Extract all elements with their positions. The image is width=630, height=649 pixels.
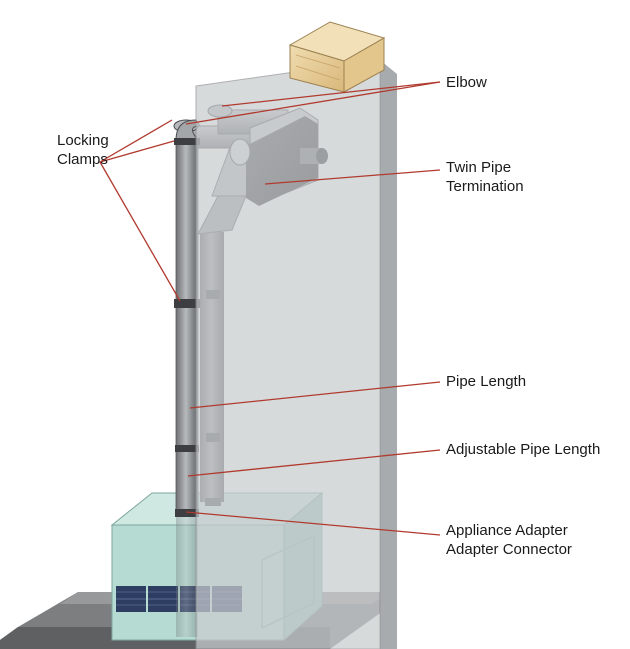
- leader-clamps-1: [99, 119, 173, 163]
- exhaust-pipe: [174, 119, 201, 637]
- label-locking-clamps-line1: Locking: [57, 132, 109, 149]
- leader-adapter: [185, 511, 441, 536]
- label-adjustable-pipe-length: Adjustable Pipe Length: [446, 441, 601, 458]
- leader-termination: [264, 169, 441, 185]
- label-elbow: Elbow: [446, 74, 487, 91]
- label-locking-clamps-line2: Clamps: [57, 151, 108, 168]
- leader-pipe-length: [189, 381, 441, 409]
- locking-clamp-mid: [174, 299, 200, 308]
- wall: [195, 59, 381, 649]
- label-twin-pipe-line2: Termination: [446, 178, 524, 195]
- leader-clamps-2: [99, 140, 175, 163]
- leader-elbow-2: [185, 81, 441, 125]
- leader-lines: [99, 81, 441, 536]
- leader-adjustable: [187, 449, 441, 477]
- wall-side: [380, 60, 397, 649]
- label-twin-pipe-line1: Twin Pipe: [446, 159, 512, 176]
- leader-clamps-3: [99, 161, 181, 302]
- locking-clamp-top: [174, 138, 200, 145]
- leader-elbow-1: [221, 81, 441, 107]
- label-pipe-length: Pipe Length: [446, 373, 527, 390]
- wood-joist: [288, 21, 386, 93]
- label-adapter-line1: Appliance Adapter: [446, 522, 568, 539]
- label-adapter-line2: Adapter Connector: [446, 541, 572, 558]
